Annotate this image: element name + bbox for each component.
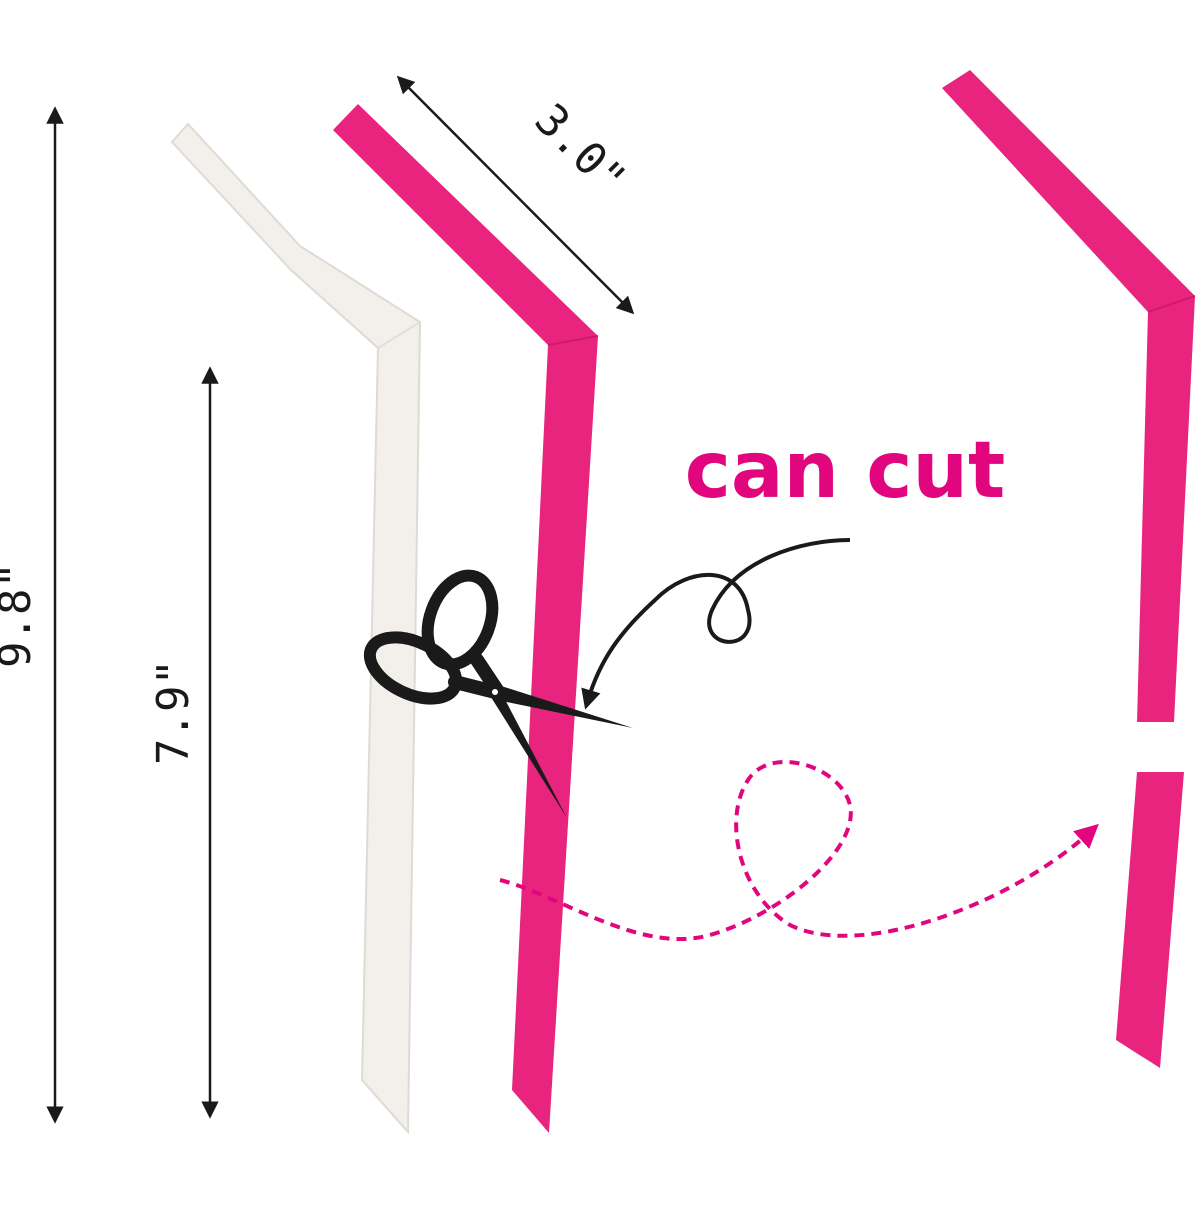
cut-note: can cut xyxy=(685,426,1006,516)
white-straw xyxy=(170,122,422,1135)
dashed-cut-path-arrow xyxy=(499,760,1099,941)
bend-length-arrow xyxy=(396,75,635,315)
pink-straw-cut xyxy=(942,70,1196,1068)
overall-length-label: 9.8" xyxy=(0,562,41,668)
pink-straw-full xyxy=(333,104,599,1133)
bend-length-label: 3.0" xyxy=(525,94,636,205)
curly-pointer-arrow xyxy=(581,538,851,710)
overall-length-dimension: 9.8" xyxy=(0,106,64,1124)
straight-length-label: 7.9" xyxy=(148,659,199,765)
straight-length-dimension: 7.9" xyxy=(148,366,219,1119)
scissors-icon xyxy=(363,569,633,818)
